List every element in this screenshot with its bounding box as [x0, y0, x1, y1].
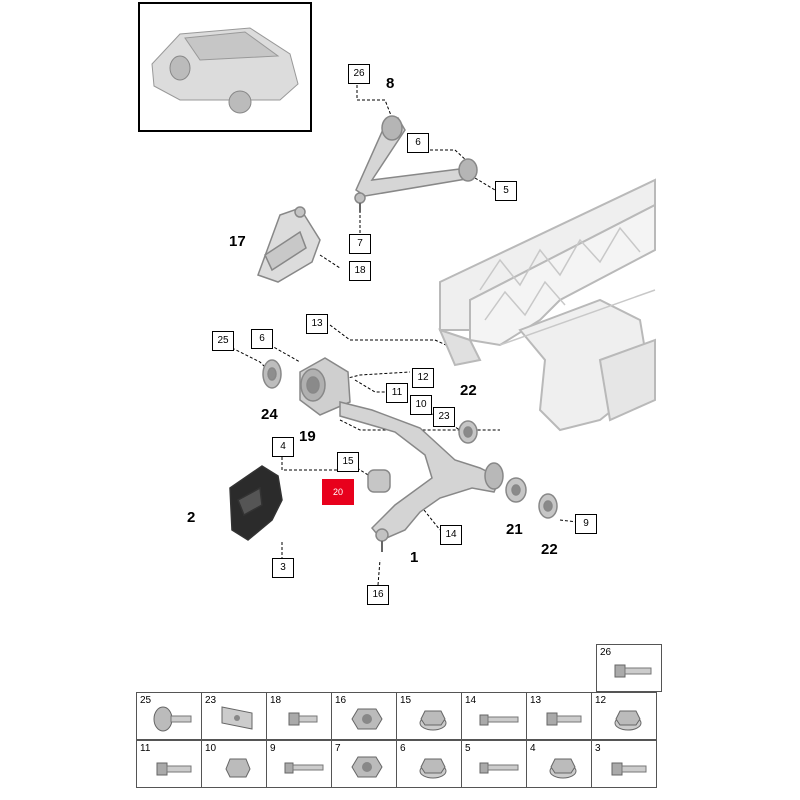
callout-6[interactable]: 6 — [407, 133, 429, 153]
callout-26[interactable]: 26 — [348, 64, 370, 84]
castle-nut-icon — [351, 756, 383, 778]
table-cell-14[interactable]: 14 — [461, 692, 527, 740]
callout-18[interactable]: 18 — [349, 261, 371, 281]
table-cell-11[interactable]: 11 — [136, 740, 202, 788]
part-label-17[interactable]: 17 — [229, 233, 246, 250]
callout-5[interactable]: 5 — [495, 181, 517, 201]
table-cell-10[interactable]: 10 — [201, 740, 267, 788]
lower-control-arm — [339, 401, 504, 552]
long-bolt-icon — [479, 762, 519, 774]
nut-icon — [225, 758, 251, 778]
flange-nut-icon — [614, 710, 642, 731]
hydro-mount — [262, 357, 351, 416]
flange-nut-icon — [419, 710, 447, 731]
upper-control-arm — [354, 115, 478, 212]
part-label-19[interactable]: 19 — [299, 428, 316, 445]
callout-7[interactable]: 7 — [349, 234, 371, 254]
part-label-22b[interactable]: 22 — [541, 541, 558, 558]
table-cell-7[interactable]: 7 — [331, 740, 397, 788]
part-label-2[interactable]: 2 — [187, 509, 196, 526]
long-bolt-icon — [479, 714, 519, 726]
bolt-icon — [611, 762, 647, 776]
table-cell-13[interactable]: 13 — [526, 692, 592, 740]
vehicle-inset — [138, 2, 312, 132]
callout-14[interactable]: 14 — [440, 525, 462, 545]
callout-25[interactable]: 25 — [212, 331, 234, 351]
callout-16[interactable]: 16 — [367, 585, 389, 605]
table-cell-23[interactable]: 23 — [201, 692, 267, 740]
table-cell-25[interactable]: 25 — [136, 692, 202, 740]
car-icon — [151, 27, 299, 114]
plate-icon — [221, 706, 253, 730]
table-cell-4[interactable]: 4 — [526, 740, 592, 788]
flange-nut-icon — [419, 758, 447, 779]
bolt-icon — [614, 664, 652, 678]
callout-10[interactable]: 10 — [410, 395, 432, 415]
callout-13[interactable]: 13 — [306, 314, 328, 334]
castle-nut-icon — [351, 708, 383, 730]
table-cell-26[interactable]: 26 — [596, 644, 662, 692]
bolt-icon — [546, 712, 582, 726]
callout-15[interactable]: 15 — [337, 452, 359, 472]
bushings — [367, 420, 558, 519]
callout-12[interactable]: 12 — [412, 368, 434, 388]
part-label-1[interactable]: 1 — [410, 549, 419, 566]
callout-9[interactable]: 9 — [575, 514, 597, 534]
table-cell-16[interactable]: 16 — [331, 692, 397, 740]
part-label-21[interactable]: 21 — [506, 521, 523, 538]
subframe — [438, 178, 656, 432]
dark-bracket — [229, 465, 283, 541]
bolt-icon — [156, 762, 192, 776]
long-bolt-icon — [284, 762, 324, 774]
part-label-8[interactable]: 8 — [386, 75, 395, 92]
bolt-icon — [288, 712, 318, 726]
part-label-24[interactable]: 24 — [261, 406, 278, 423]
table-cell-5[interactable]: 5 — [461, 740, 527, 788]
callout-11[interactable]: 11 — [386, 383, 408, 403]
flange-nut-icon — [549, 758, 577, 779]
table-cell-18[interactable]: 18 — [266, 692, 332, 740]
table-cell-9[interactable]: 9 — [266, 740, 332, 788]
table-cell-3[interactable]: 3 — [591, 740, 657, 788]
bracket-assembly — [257, 206, 321, 283]
callout-6b[interactable]: 6 — [251, 329, 273, 349]
table-cell-15[interactable]: 15 — [396, 692, 462, 740]
callout-4[interactable]: 4 — [272, 437, 294, 457]
table-cell-6[interactable]: 6 — [396, 740, 462, 788]
callout-3[interactable]: 3 — [272, 558, 294, 578]
callout-20-highlighted[interactable]: 20 — [322, 479, 354, 505]
callout-23[interactable]: 23 — [433, 407, 455, 427]
part-label-22a[interactable]: 22 — [460, 382, 477, 399]
table-cell-12[interactable]: 12 — [591, 692, 657, 740]
eccentric-bolt-icon — [153, 706, 192, 732]
